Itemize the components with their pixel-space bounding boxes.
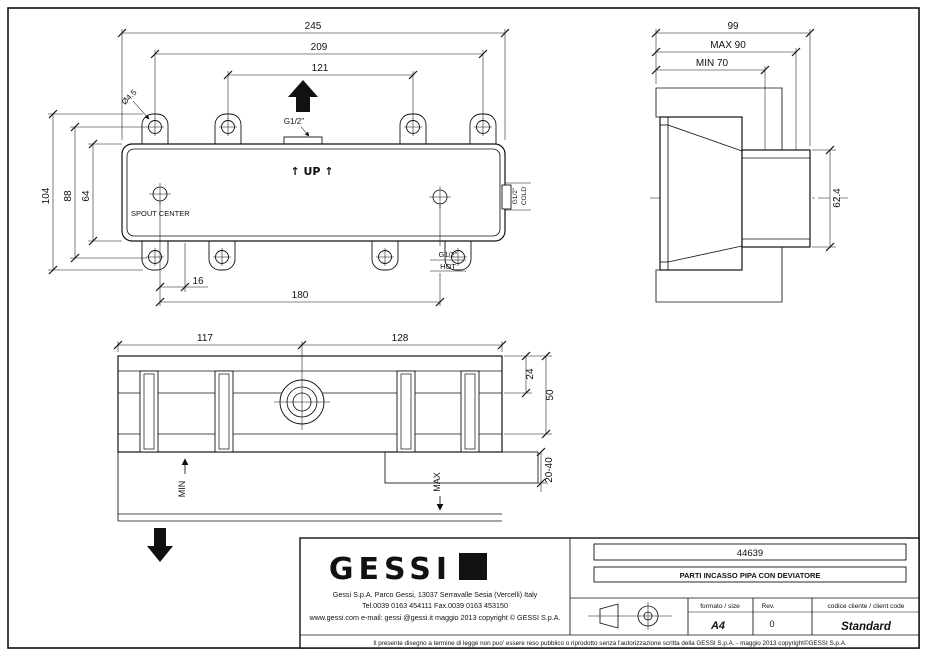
side-dimension-lines [651,28,835,252]
dim-plan-left: 117 [197,333,213,344]
front-view: 245 209 121 Ø4.5 G1/2" ↑ UP ↑ SPOUT CENT… [41,21,531,307]
plan-extension-lines [117,341,552,484]
gessi-logo-square [459,553,487,580]
dim-side-depth-max: MAX 90 [710,40,746,51]
max-label: MAX [432,472,442,492]
cold-thread-label: G1/2" [512,187,519,204]
hot-thread-label: G1/2" [439,250,458,259]
side-section-view: 99 MAX 90 MIN 70 62.4 [650,21,848,303]
dim-side-pipe-od: 62.4 [832,188,843,208]
cold-label: COLD [521,187,528,206]
format-value: A4 [710,620,725,632]
part-number-box [593,543,907,561]
dim-plan-depth-body: 50 [545,389,556,401]
up-direction-arrow [288,80,318,112]
spout-center-label: SPOUT CENTER [131,209,190,218]
min-label: MIN [177,481,187,498]
client-code-value: Standard [841,621,892,633]
gessi-logo: GESSI [329,552,452,587]
cold-port [501,184,512,210]
projection-symbol-icon [588,602,672,630]
plan-section-view: 117 128 24 50 20-40 MIN MAX [113,333,556,562]
dim-front-offset-spout: 16 [192,276,204,287]
address-line-2: Tel.0039 0163 454111 Fax.0039 0163 45315… [362,601,508,610]
dim-front-width-total: 245 [305,21,322,32]
side-body-taper-top [667,124,743,152]
dim-side-depth-total: 99 [727,21,739,32]
legal-notice: Il presente disegno a termine di legge n… [373,639,847,647]
plan-dimension-lines [113,340,551,492]
hot-label: HOT [440,262,456,271]
spout-pipe [741,149,811,248]
dim-front-spout-to-hot: 180 [292,290,309,301]
plan-wall-hatch [384,451,539,484]
description-box [593,566,907,583]
client-code-label: codice cliente / client code [828,603,905,610]
address-line-1: Gessi S.p.A. Parco Gessi, 13037 Serraval… [333,590,538,599]
side-body-outline [659,116,743,271]
drawing-description: PARTI INCASSO PIPA CON DEVIATORE [680,571,821,580]
dim-front-height-holes: 88 [63,190,74,202]
plan-center-port [274,374,330,430]
dim-front-height-total: 104 [41,187,52,204]
rev-value: 0 [769,619,774,629]
thread-leader-line [300,126,310,137]
spout-center-port [149,183,171,205]
address-line-3: www.gessi.com e-mail: gessi @gessi.it ma… [308,613,560,622]
down-direction-arrow [147,528,173,562]
body-inner-outline [126,148,501,237]
dim-front-height-body: 64 [81,190,92,202]
part-number: 44639 [737,548,763,559]
thread-top-label: G1/2" [284,117,304,126]
title-block: GESSI Gessi S.p.A. Parco Gessi, 13037 Se… [299,537,920,649]
dim-front-width-inner-holes: 121 [312,63,329,74]
side-extension-lines [655,29,836,248]
format-label: formato / size [700,603,740,610]
dim-plan-depth-plate: 24 [525,368,536,380]
dim-plan-wall-range: 20-40 [544,457,555,483]
dim-plan-right: 128 [392,333,409,344]
dim-front-width-outer-holes: 209 [311,42,328,53]
front-dimension-lines [48,28,510,307]
hot-port [429,186,451,208]
side-body-taper-bottom [667,245,743,263]
body-outline [121,143,506,242]
rev-label: Rev. [761,603,774,610]
up-label: ↑ UP ↑ [290,165,333,178]
dim-side-depth-min: MIN 70 [696,58,729,69]
